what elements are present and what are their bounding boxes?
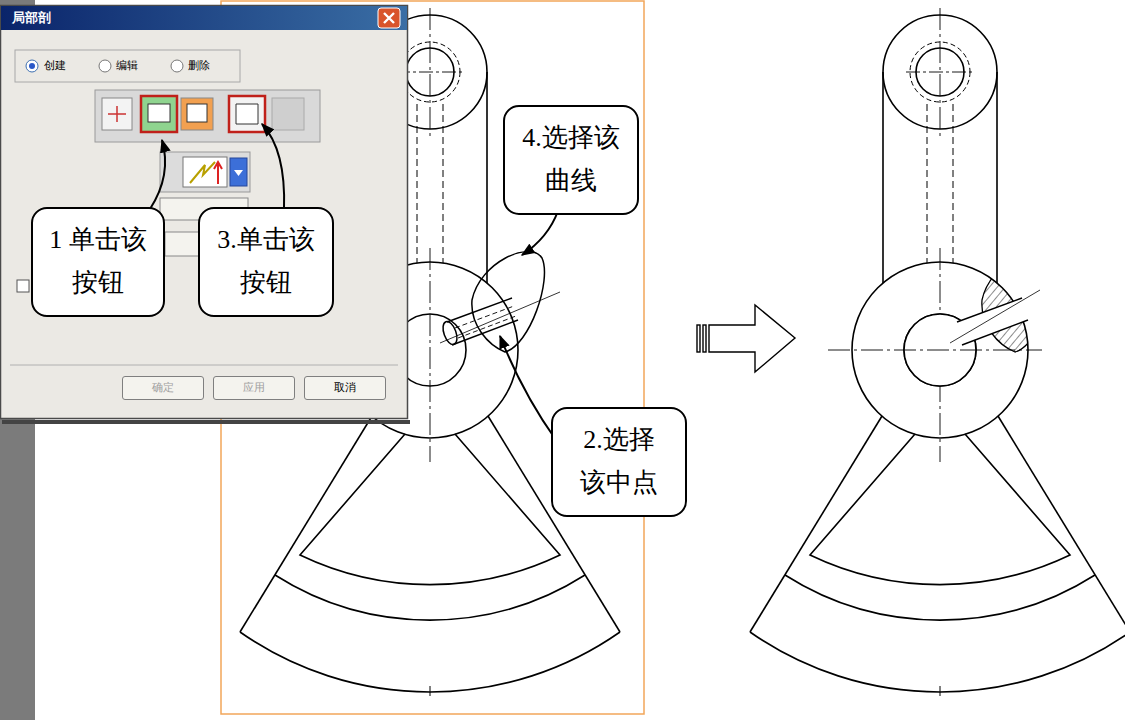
- callout-box: 2.选择 该中点: [551, 407, 687, 517]
- callout-text: 2.选择 该中点: [559, 419, 679, 505]
- callout-text: 3.单击该 按钮: [206, 219, 326, 305]
- leader-line: [150, 124, 558, 440]
- transition-arrow: [697, 305, 795, 372]
- callout-box: 4.选择该 曲线: [503, 105, 639, 215]
- radio-label: 编辑: [116, 59, 138, 72]
- callout-box: 1 单击该 按钮: [31, 207, 165, 317]
- dialog-button: 取消: [304, 376, 386, 400]
- callout-box: 3.单击该 按钮: [198, 207, 334, 317]
- button-label: 应用: [243, 381, 265, 394]
- callout-text: 1 单击该 按钮: [39, 219, 157, 305]
- dialog-button: 应用: [213, 376, 295, 400]
- dialog-title: 局部剖: [12, 10, 51, 26]
- radio-label: 删除: [188, 59, 210, 72]
- dialog-window: [1, 6, 411, 425]
- callout-text: 4.选择该 曲线: [511, 117, 631, 203]
- button-label: 确定: [152, 381, 174, 394]
- button-label: 取消: [334, 381, 356, 394]
- radio-label: 创建: [44, 59, 66, 72]
- dialog-button: 确定: [122, 376, 204, 400]
